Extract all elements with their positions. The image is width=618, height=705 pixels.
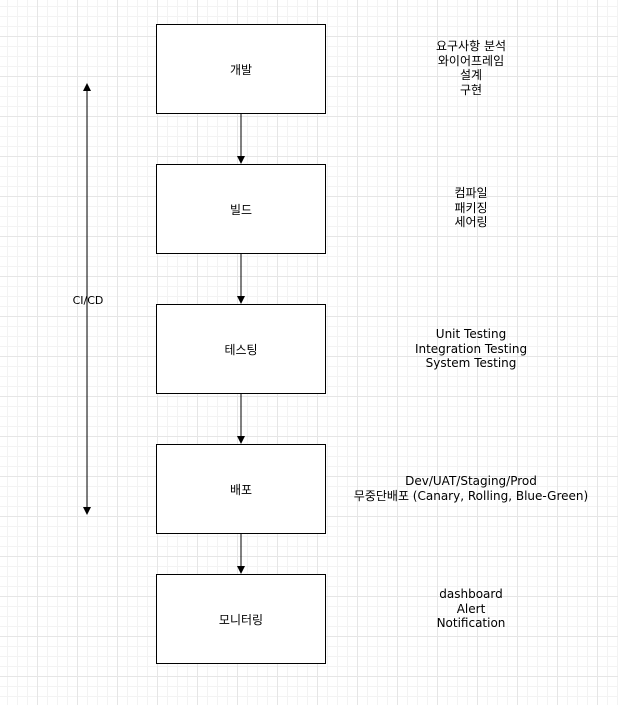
note-item: 컴파일 — [454, 186, 488, 200]
step-label-develop: 개발 — [229, 62, 253, 77]
step-box-build[interactable]: 빌드 — [156, 164, 326, 254]
note-item: Dev/UAT/Staging/Prod — [405, 474, 537, 488]
note-item: Unit Testing — [435, 327, 507, 341]
note-item: dashboard — [439, 587, 503, 601]
note-item: 무중단배포 (Canary, Rolling, Blue-Green) — [353, 488, 589, 503]
note-item: 와이어프레임 — [437, 53, 505, 68]
step-box-monitoring[interactable]: 모니터링 — [156, 574, 326, 664]
note-item: Alert — [456, 601, 486, 616]
step-label-monitoring: 모니터링 — [218, 612, 264, 627]
cicd-label: CI/CD — [72, 294, 104, 307]
notes-develop: 요구사항 분석 와이어프레임 설계 구현 — [351, 39, 591, 97]
notes-build: 컴파일 패키징 세어링 — [351, 186, 591, 230]
note-item: 세어링 — [454, 215, 488, 229]
note-item: 구현 — [459, 82, 483, 97]
note-item: 패키징 — [454, 200, 488, 215]
note-item: Integration Testing — [414, 341, 528, 356]
note-item: Notification — [436, 616, 506, 630]
notes-monitoring: dashboard Alert Notification — [351, 587, 591, 631]
step-label-testing: 테스팅 — [224, 342, 258, 357]
note-item: 요구사항 분석 — [435, 39, 507, 53]
step-label-deploy: 배포 — [229, 482, 253, 497]
step-box-develop[interactable]: 개발 — [156, 24, 326, 114]
note-item: System Testing — [425, 356, 517, 370]
step-box-deploy[interactable]: 배포 — [156, 444, 326, 534]
notes-deploy: Dev/UAT/Staging/Prod 무중단배포 (Canary, Roll… — [351, 474, 591, 503]
notes-testing: Unit Testing Integration Testing System … — [351, 327, 591, 371]
note-item: 설계 — [459, 68, 483, 82]
step-label-build: 빌드 — [229, 202, 253, 217]
step-box-testing[interactable]: 테스팅 — [156, 304, 326, 394]
